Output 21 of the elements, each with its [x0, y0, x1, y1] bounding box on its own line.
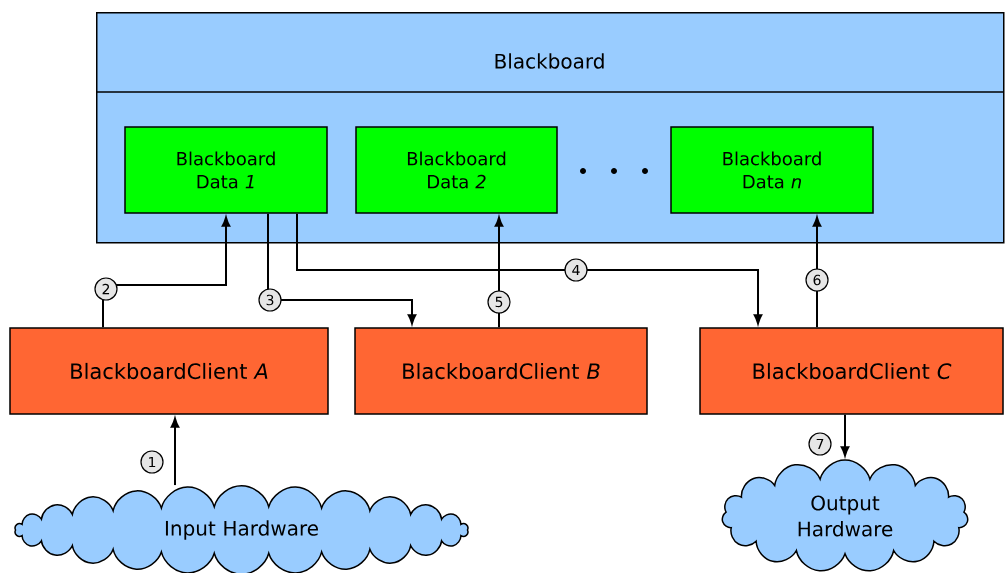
edge-label: 6	[805, 268, 829, 292]
edge-label: 7	[808, 432, 832, 456]
edge-label: 3	[258, 288, 282, 312]
arrow	[812, 216, 822, 329]
arrow	[102, 216, 231, 329]
edge-label: 1	[140, 450, 164, 474]
edge-label: 5	[487, 290, 511, 314]
client-box: BlackboardClient B	[354, 327, 648, 415]
data-box: Blackboard Data n	[670, 126, 874, 214]
hardware-cloud: Input Hardware	[14, 485, 469, 573]
arrow	[170, 417, 180, 487]
arrow	[267, 212, 417, 325]
arrow	[296, 212, 763, 325]
edge-label: 4	[564, 258, 588, 282]
edge-label: 2	[94, 277, 118, 301]
data-box: Blackboard Data 1	[124, 126, 328, 214]
hardware-cloud: Output Hardware	[721, 459, 969, 572]
client-box: BlackboardClient A	[9, 327, 329, 415]
arrow	[840, 413, 850, 457]
data-box: Blackboard Data 2	[355, 126, 558, 214]
client-box: BlackboardClient C	[699, 327, 1004, 415]
